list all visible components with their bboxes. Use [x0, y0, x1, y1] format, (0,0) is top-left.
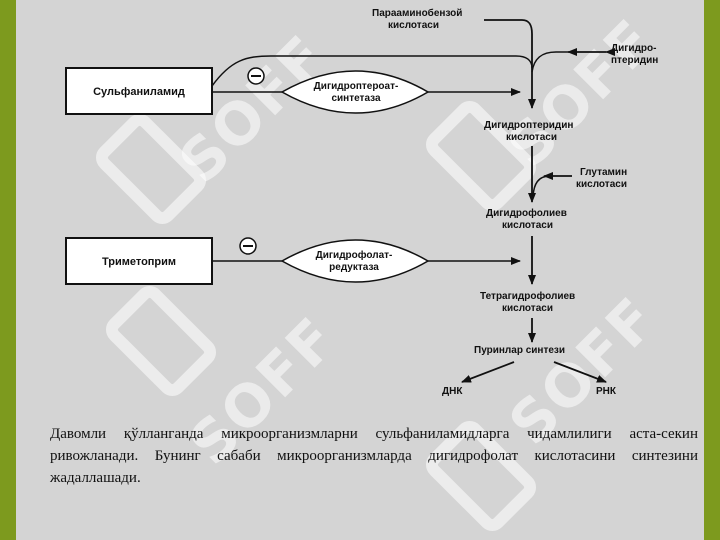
arrow-to-rna: [553, 361, 607, 383]
trimethoprim-label: Триметоприм: [102, 256, 176, 268]
enzyme2-label-line1: Дигидрофолат-: [316, 249, 393, 261]
dihydropteroic-label-line2: кислотаси: [506, 132, 557, 143]
enzyme1-label-line2: синтетаза: [331, 93, 380, 104]
caption-text: Давомли қўлланганда микроорганизмларни с…: [50, 426, 698, 486]
dihydropteroic-label-line1: Дигидроптеридин: [484, 120, 573, 131]
sulfanilamide-box: [65, 67, 213, 115]
enzyme-dihydropteroate-synthetase: [280, 70, 430, 114]
glutamic-label-line2: кислотаси: [576, 179, 627, 190]
paba-label-line1: Парааминобензой: [372, 7, 462, 19]
sulfanilamide-label: Сульфаниламид: [93, 86, 185, 98]
dihydropteridine-label-line1: Дигидро-: [611, 43, 656, 54]
dihydrofolic-label-line1: Дигидрофолиев: [486, 207, 567, 219]
paba-arrow: [484, 19, 536, 109]
sulfanilamide-competition-curve: [211, 55, 533, 87]
glutamic-curve: [532, 175, 572, 197]
slide: SOFF SOFF SOFF SOFF Сульфаниламид Тримет…: [16, 0, 704, 540]
dihydropteridine-label-line2: птеридин: [611, 55, 658, 66]
dihydrofolic-label-line2: кислотаси: [502, 220, 553, 231]
rna-label: РНК: [596, 386, 617, 397]
paba-label-line2: кислотаси: [388, 20, 439, 31]
enzyme1-label-line1: Дигидроптероат-: [314, 81, 399, 92]
dihydropteridine-arrow: [531, 48, 615, 73]
tetrahydrofolic-label-line1: Тетрагидрофолиев: [480, 290, 575, 302]
enzyme-dihydrofolate-reductase: [280, 239, 430, 283]
trimethoprim-box: [65, 237, 213, 285]
tetrahydrofolic-label-line2: кислотаси: [502, 303, 553, 314]
dna-label: ДНК: [442, 386, 463, 397]
arrow-to-dna: [461, 361, 515, 383]
glutamic-label-line1: Глутамин: [580, 167, 627, 178]
enzyme2-label-line2: редуктаза: [329, 262, 379, 273]
purine-synthesis-label: Пуринлар синтези: [474, 345, 565, 356]
biochemical-pathway-diagram: Сульфаниламид Триметоприм Дигидроптероат…: [65, 7, 658, 397]
